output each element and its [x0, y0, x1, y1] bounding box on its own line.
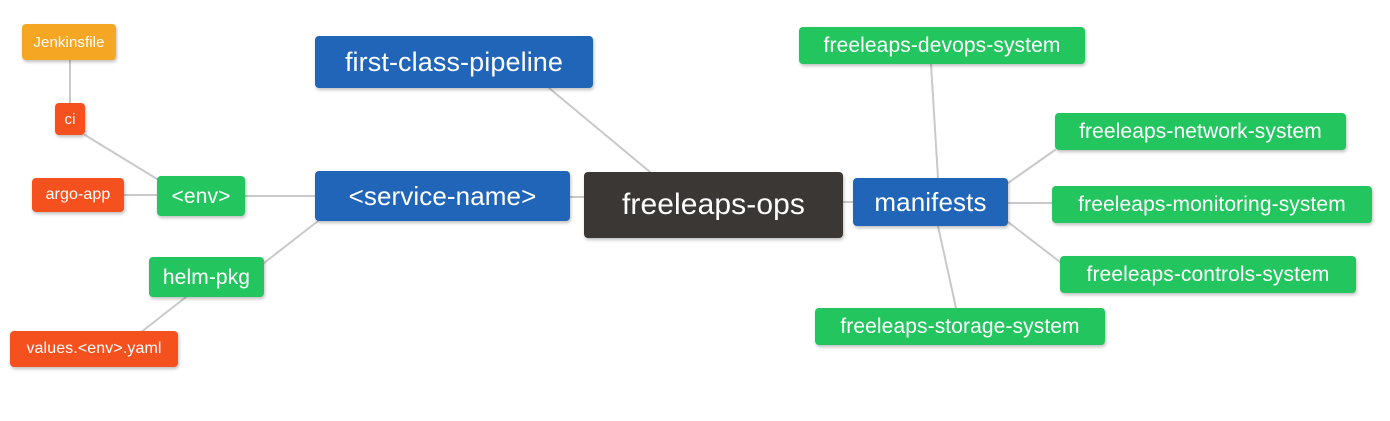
- mindmap-node-env[interactable]: <env>: [157, 176, 245, 216]
- node-label-manifests: manifests: [874, 187, 987, 217]
- node-label-freeleaps-ops: freeleaps-ops: [621, 188, 806, 221]
- mindmap-node-freeleaps-storage-system[interactable]: freeleaps-storage-system: [815, 308, 1105, 345]
- node-label-ci: ci: [64, 110, 76, 128]
- mindmap-node-freeleaps-network-system[interactable]: freeleaps-network-system: [1055, 113, 1346, 150]
- edge-manifests-to-freeleaps-storage-system: [937, 225, 957, 309]
- mindmap-node-freeleaps-controls-system[interactable]: freeleaps-controls-system: [1060, 256, 1356, 293]
- mindmap-node-helm-pkg[interactable]: helm-pkg: [149, 257, 264, 297]
- mindmap-node-jenkinsfile[interactable]: Jenkinsfile: [22, 24, 116, 60]
- node-label-argo-app: argo-app: [45, 186, 111, 203]
- mindmap-node-values-yaml[interactable]: values.<env>.yaml: [10, 331, 178, 367]
- node-label-freeleaps-network-system: freeleaps-network-system: [1079, 120, 1322, 143]
- mindmap-node-ci[interactable]: ci: [55, 103, 85, 135]
- edge-helm-pkg-to-values-yaml: [139, 296, 187, 334]
- edge-ci-to-env: [84, 134, 158, 180]
- node-label-jenkinsfile: Jenkinsfile: [33, 33, 105, 51]
- node-label-first-class-pipeline: first-class-pipeline: [344, 46, 564, 77]
- edge-first-class-pipeline-to-freeleaps-ops: [548, 87, 651, 173]
- mindmap-node-freeleaps-monitoring-system[interactable]: freeleaps-monitoring-system: [1052, 186, 1372, 223]
- mindmap-node-freeleaps-devops-system[interactable]: freeleaps-devops-system: [799, 27, 1085, 64]
- node-label-values-yaml: values.<env>.yaml: [26, 340, 162, 357]
- node-label-freeleaps-devops-system: freeleaps-devops-system: [823, 34, 1061, 57]
- node-label-freeleaps-monitoring-system: freeleaps-monitoring-system: [1078, 193, 1346, 216]
- node-label-freeleaps-controls-system: freeleaps-controls-system: [1086, 263, 1330, 286]
- mindmap-node-freeleaps-ops[interactable]: freeleaps-ops: [584, 172, 843, 238]
- edge-manifests-to-freeleaps-controls-system: [1007, 221, 1061, 263]
- node-label-freeleaps-storage-system: freeleaps-storage-system: [840, 315, 1080, 338]
- node-label-service-name: <service-name>: [348, 181, 537, 211]
- mindmap-node-service-name[interactable]: <service-name>: [315, 171, 570, 221]
- mindmap-node-argo-app[interactable]: argo-app: [32, 178, 124, 212]
- edge-service-name-to-helm-pkg: [263, 220, 319, 264]
- edge-manifests-to-freeleaps-network-system: [1007, 149, 1056, 184]
- node-label-env: <env>: [171, 184, 231, 208]
- node-label-helm-pkg: helm-pkg: [162, 265, 251, 289]
- edge-manifests-to-freeleaps-devops-system: [930, 63, 939, 179]
- mindmap-node-manifests[interactable]: manifests: [853, 178, 1008, 226]
- mindmap-node-first-class-pipeline[interactable]: first-class-pipeline: [315, 36, 593, 88]
